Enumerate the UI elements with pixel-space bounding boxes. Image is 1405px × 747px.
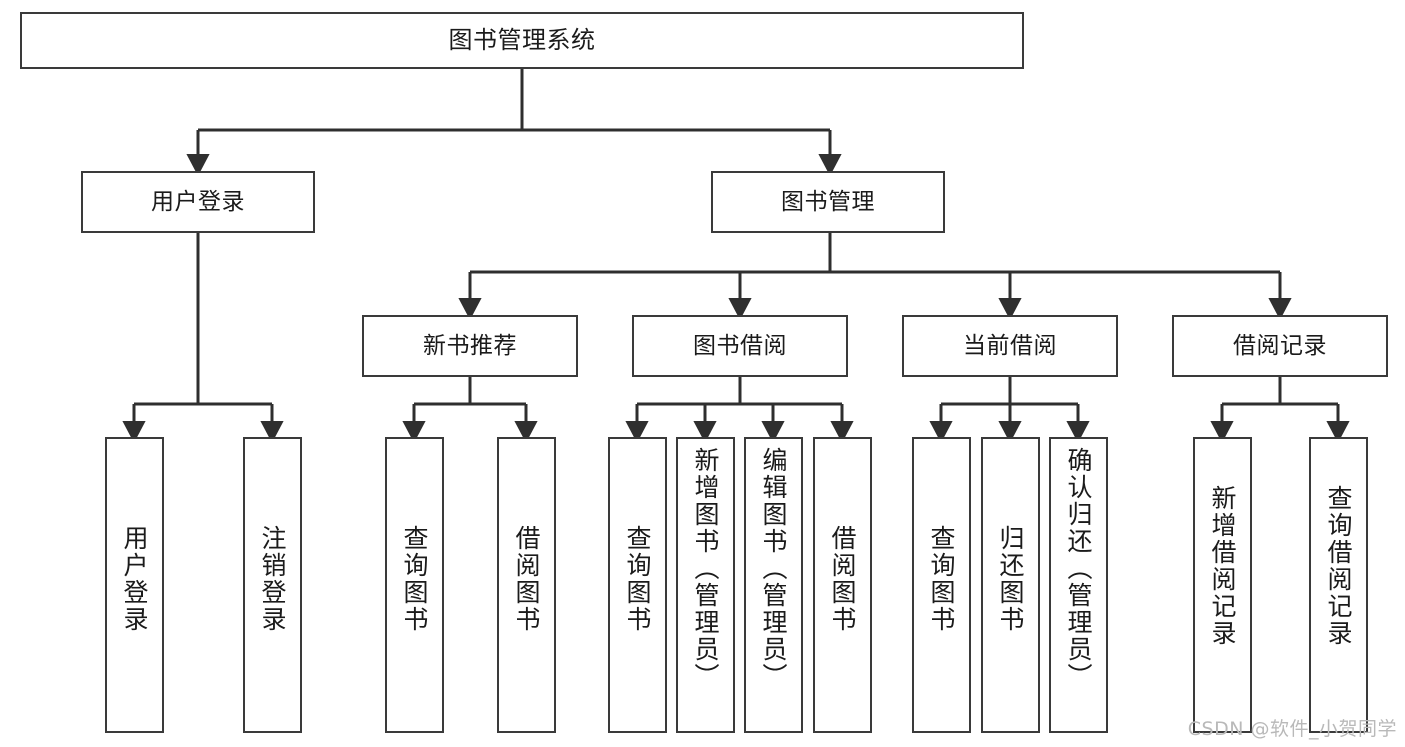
node-root[interactable]: 图书管理系统 (20, 12, 1024, 69)
node-new-book-recommend-label: 新书推荐 (423, 332, 517, 359)
node-leaf-query-book-1[interactable]: 查询图书 (385, 437, 444, 733)
node-user-login[interactable]: 用户登录 (81, 171, 315, 233)
node-book-manage[interactable]: 图书管理 (711, 171, 945, 233)
node-leaf-borrow-book-1-label: 借阅图书 (512, 525, 541, 633)
node-user-login-label: 用户登录 (151, 188, 245, 215)
node-leaf-borrow-book-2[interactable]: 借阅图书 (813, 437, 872, 733)
node-current-borrow-label: 当前借阅 (963, 332, 1057, 359)
node-book-manage-label: 图书管理 (781, 188, 875, 215)
node-leaf-edit-book[interactable]: 编辑图书（管理员） (744, 437, 803, 733)
node-current-borrow[interactable]: 当前借阅 (902, 315, 1118, 377)
node-leaf-logout[interactable]: 注销登录 (243, 437, 302, 733)
node-leaf-return-book-label: 归还图书 (996, 525, 1025, 633)
node-leaf-query-book-2[interactable]: 查询图书 (608, 437, 667, 733)
node-borrow-record[interactable]: 借阅记录 (1172, 315, 1388, 377)
node-new-book-recommend[interactable]: 新书推荐 (362, 315, 578, 377)
node-leaf-add-book[interactable]: 新增图书（管理员） (676, 437, 735, 733)
node-leaf-confirm-return[interactable]: 确认归还（管理员） (1049, 437, 1108, 733)
node-leaf-add-record-label: 新增借阅记录 (1208, 485, 1237, 647)
node-leaf-query-book-1-label: 查询图书 (400, 525, 429, 633)
node-book-borrow[interactable]: 图书借阅 (632, 315, 848, 377)
node-root-label: 图书管理系统 (448, 25, 596, 54)
node-leaf-query-book-2-label: 查询图书 (623, 525, 652, 633)
node-borrow-record-label: 借阅记录 (1233, 332, 1327, 359)
node-leaf-return-book[interactable]: 归还图书 (981, 437, 1040, 733)
node-leaf-query-book-3[interactable]: 查询图书 (912, 437, 971, 733)
node-leaf-add-record[interactable]: 新增借阅记录 (1193, 437, 1252, 733)
node-leaf-edit-book-label: 编辑图书（管理员） (759, 447, 788, 690)
node-leaf-logout-label: 注销登录 (258, 525, 287, 633)
node-leaf-query-record-label: 查询借阅记录 (1324, 485, 1353, 647)
node-leaf-query-book-3-label: 查询图书 (927, 525, 956, 633)
node-leaf-user-login-label: 用户登录 (120, 525, 149, 633)
node-book-borrow-label: 图书借阅 (693, 332, 787, 359)
node-leaf-confirm-return-label: 确认归还（管理员） (1064, 447, 1093, 690)
node-leaf-query-record[interactable]: 查询借阅记录 (1309, 437, 1368, 733)
node-leaf-user-login[interactable]: 用户登录 (105, 437, 164, 733)
node-leaf-borrow-book-1[interactable]: 借阅图书 (497, 437, 556, 733)
node-leaf-add-book-label: 新增图书（管理员） (691, 447, 720, 690)
node-leaf-borrow-book-2-label: 借阅图书 (828, 525, 857, 633)
